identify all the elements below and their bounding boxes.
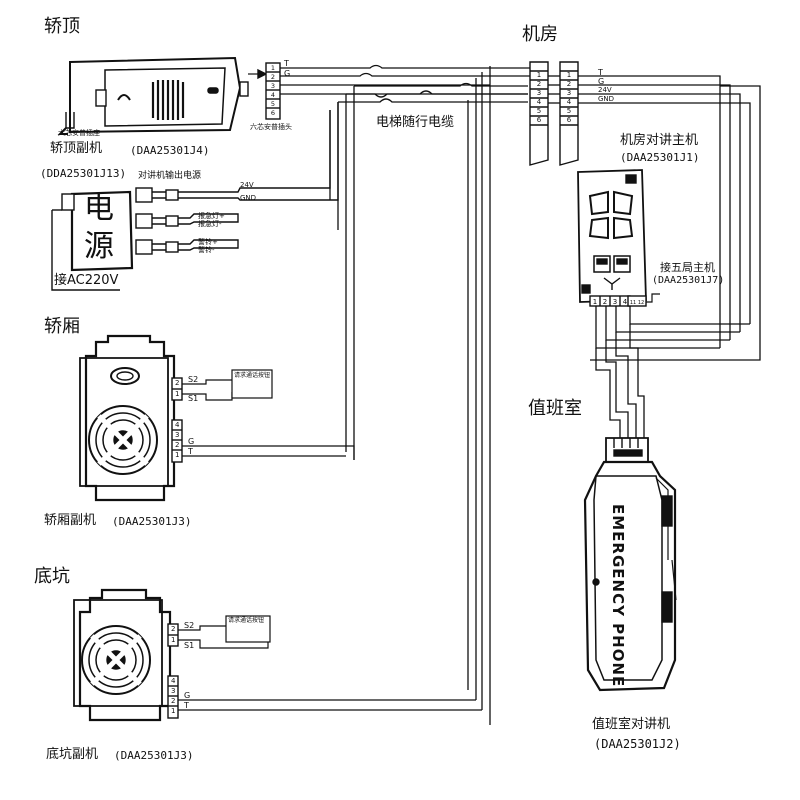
emergency-phone-text: EMERGENCY PHONE <box>609 504 627 687</box>
terminal-number-1-5: 5 <box>537 107 541 115</box>
plug-pin-4: 4 <box>271 91 275 99</box>
car-top-unit <box>57 56 249 135</box>
pit-s2: S2 <box>184 621 195 630</box>
section-car-top: 轿顶 <box>44 16 80 37</box>
host-terminal-11: 11 <box>630 300 636 306</box>
travelling-cable <box>280 64 530 725</box>
plug-pin-2: 2 <box>271 73 275 81</box>
pit-s1: S1 <box>184 641 195 650</box>
cable-label: 电梯随行电缆 <box>376 115 455 130</box>
signal-g: G <box>598 77 605 86</box>
car-pin-4: 4 <box>175 421 180 429</box>
host-terminal-12: 12 <box>638 300 644 306</box>
car-unit-model: (DAA25301J3) <box>112 515 192 528</box>
terminal-number-2-5: 5 <box>567 107 571 115</box>
terminal-number-1-4: 4 <box>537 98 542 106</box>
terminal-strip-right <box>559 61 579 166</box>
terminal-number-2-2: 2 <box>567 80 571 88</box>
car-top-signal-g: G <box>284 69 291 78</box>
power-supply-unit <box>51 102 339 291</box>
pit-signal-g: G <box>184 691 191 700</box>
signal-t: T <box>598 68 603 77</box>
car-s-pin-1: 1 <box>175 390 180 398</box>
terminal-number-2-4: 4 <box>567 98 572 106</box>
duty-phone-model: (DAA25301J2) <box>594 737 681 751</box>
car-pin-2: 2 <box>175 441 180 449</box>
plug-pin-6: 6 <box>271 109 275 117</box>
terminal-strip-left <box>529 61 549 166</box>
car-signal-g: G <box>188 437 195 446</box>
car-unit-label: 轿厢副机 <box>44 513 97 528</box>
terminal-number-2-6: 6 <box>567 116 572 124</box>
plug-pin-1: 1 <box>271 64 275 72</box>
pit-pin-3: 3 <box>171 687 176 695</box>
terminal-number-1-1: 1 <box>537 71 541 79</box>
terminal-number-1-2: 2 <box>537 80 541 88</box>
power-pin-4: 警铃- <box>198 246 215 254</box>
car-s1: S1 <box>188 394 199 403</box>
machine-room-connect: 接五局主机 <box>660 261 715 274</box>
power-ac-label: 接AC220V <box>54 273 119 288</box>
machine-room-host-label: 机房对讲主机 <box>620 133 699 148</box>
section-machine-room: 机房 <box>522 24 558 45</box>
power-pin-1: 报急灯+ <box>198 212 225 220</box>
terminal-number-1-3: 3 <box>537 89 541 97</box>
pit-unit-model: (DAA25301J3) <box>114 749 194 762</box>
section-car: 轿厢 <box>44 316 80 337</box>
power-output-label: 对讲机输出电源 <box>138 171 202 181</box>
plug-pin-5: 5 <box>271 100 275 108</box>
car-unit <box>79 334 183 502</box>
car-top-signal-t: T <box>284 59 289 68</box>
power-pin-3: 警铃+ <box>198 238 218 246</box>
host-terminal-2: 2 <box>603 298 607 306</box>
car-pin-1: 1 <box>175 451 180 459</box>
host-terminal-1: 1 <box>593 298 597 306</box>
pit-signal-t: T <box>184 701 189 710</box>
pit-s-pin-1: 1 <box>171 636 176 644</box>
car-top-label: 轿顶副机 <box>50 141 103 156</box>
car-pin-3: 3 <box>175 431 180 439</box>
signal-24v: 24V <box>598 86 612 94</box>
machine-room-connect-model: (DAA25301J7) <box>652 275 725 286</box>
pit-button-label: 请求通话按钮 <box>228 617 265 624</box>
car-button-label: 请求通话按钮 <box>234 372 271 379</box>
terminal-number-2-3: 3 <box>567 89 571 97</box>
power-char-2: 源 <box>84 229 114 264</box>
car-top-model: (DAA25301J4) <box>130 144 210 157</box>
terminal-number-1-6: 6 <box>537 116 542 124</box>
duty-phone-label: 值班室对讲机 <box>592 717 671 732</box>
power-gnd: GND <box>240 194 257 202</box>
power-char-1: 电 <box>84 191 114 226</box>
power-model: (DDA25301J13) <box>40 167 127 180</box>
machine-room-host <box>577 169 647 307</box>
plug-pin-3: 3 <box>271 82 275 90</box>
car-signal-t: T <box>188 447 193 456</box>
power-pin-2: 报急灯- <box>198 220 222 228</box>
power-24v: 24V <box>240 181 254 189</box>
section-pit: 底坑 <box>34 566 70 587</box>
pit-pin-1: 1 <box>171 707 176 715</box>
pit-pin-2: 2 <box>171 697 176 705</box>
pit-pin-4: 4 <box>171 677 176 685</box>
car-top-plug <box>265 62 281 120</box>
machine-room-host-model: (DAA25301J1) <box>620 151 700 164</box>
car-top-socket-label: 六芯安普插座 <box>58 129 100 137</box>
pit-s-pin-2: 2 <box>171 625 176 633</box>
terminal-number-2-1: 1 <box>567 71 571 79</box>
car-s2: S2 <box>188 375 199 384</box>
section-duty-room: 值班室 <box>528 398 582 419</box>
car-top-plug-label: 六芯安普插头 <box>250 123 292 131</box>
pit-unit-label: 底坑副机 <box>46 747 99 762</box>
pit-unit <box>73 588 179 722</box>
signal-gnd: GND <box>598 95 615 103</box>
emergency-phone <box>583 437 677 692</box>
car-s-pin-2: 2 <box>175 379 180 387</box>
host-terminal-3: 3 <box>613 298 617 306</box>
host-terminal-4: 4 <box>623 298 628 306</box>
